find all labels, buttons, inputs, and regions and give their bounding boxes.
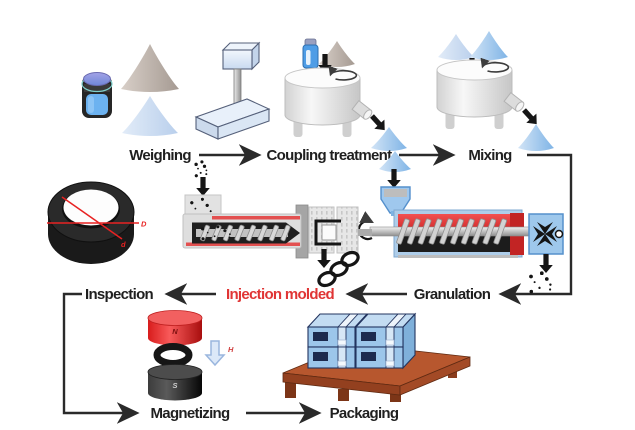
feed-arrow-icon bbox=[196, 177, 210, 196]
mixing-tank bbox=[437, 60, 525, 129]
screw-flights bbox=[396, 218, 507, 245]
magnetizing-group: N S H Magnetizing bbox=[147, 310, 234, 422]
pelletizer bbox=[528, 213, 564, 255]
discharge-arrow-icon bbox=[518, 105, 542, 129]
arrow-inspection-to-magnetizing bbox=[62, 292, 140, 424]
screw-shaft bbox=[369, 226, 536, 237]
label-magnetizing: Magnetizing bbox=[151, 405, 230, 422]
feed-arrow-icon bbox=[387, 169, 401, 188]
packaging-group: Packaging bbox=[282, 312, 471, 422]
inspection-group: D d Inspection bbox=[47, 181, 154, 303]
pellet-granules bbox=[529, 271, 552, 294]
powder-pile-gray bbox=[121, 44, 179, 92]
label-inspection: Inspection bbox=[85, 286, 154, 303]
feed-powder-pile bbox=[379, 151, 411, 172]
field-label: H bbox=[228, 345, 234, 354]
cutter-blade-icon bbox=[533, 222, 557, 246]
additive-powder-pile bbox=[319, 41, 355, 67]
powder-pile-blue bbox=[122, 96, 178, 136]
south-label: S bbox=[172, 381, 177, 390]
label-granulation: Granulation bbox=[414, 286, 491, 303]
coupling-treatment-group: Coupling treatment bbox=[267, 38, 407, 164]
input-powder-pale bbox=[438, 34, 474, 60]
granulation-group: Granulation bbox=[357, 151, 564, 303]
dimension-lines bbox=[47, 196, 139, 240]
label-packaging: Packaging bbox=[330, 405, 399, 422]
packed-boxes bbox=[306, 312, 417, 370]
flow-connectors bbox=[62, 144, 573, 424]
pellet-out-arrow-icon bbox=[539, 254, 553, 273]
weighing-scale bbox=[194, 41, 271, 140]
dim-inner-diameter: d bbox=[121, 240, 126, 249]
injection-barrel bbox=[182, 213, 302, 249]
box-front-faces bbox=[307, 326, 404, 369]
north-pole-magnet: N bbox=[147, 310, 203, 346]
magnet-ring-product bbox=[47, 181, 135, 264]
screw-flights bbox=[199, 224, 291, 242]
mixing-group: Mixing bbox=[437, 31, 554, 164]
weighing-group: Weighing bbox=[81, 41, 271, 164]
label-weighing: Weighing bbox=[129, 147, 191, 164]
arrow-mixing-to-granulation bbox=[498, 153, 573, 305]
label-mixing: Mixing bbox=[468, 147, 512, 164]
field-direction-arrow-icon bbox=[204, 340, 226, 367]
label-coupling-treatment: Coupling treatment bbox=[267, 147, 393, 164]
treated-powder-pile bbox=[371, 127, 407, 151]
coupling-agent-bottle bbox=[302, 38, 319, 69]
ring-in-field bbox=[153, 343, 193, 367]
coupling-mixer-tank bbox=[285, 68, 373, 137]
dim-outer-diameter: D bbox=[141, 220, 147, 229]
mixed-powder-pile bbox=[518, 124, 554, 151]
north-label: N bbox=[172, 327, 178, 336]
reagent-jar bbox=[81, 72, 113, 118]
south-pole-magnet: S bbox=[147, 364, 203, 401]
injection-molding-group: Injection molded bbox=[182, 160, 372, 303]
mold-block bbox=[308, 206, 372, 254]
granule-feed bbox=[194, 160, 208, 178]
molded-rings bbox=[317, 250, 360, 288]
label-injection-molded: Injection molded bbox=[226, 286, 335, 303]
input-powder-blue bbox=[470, 31, 508, 60]
melt-granules bbox=[201, 225, 231, 241]
